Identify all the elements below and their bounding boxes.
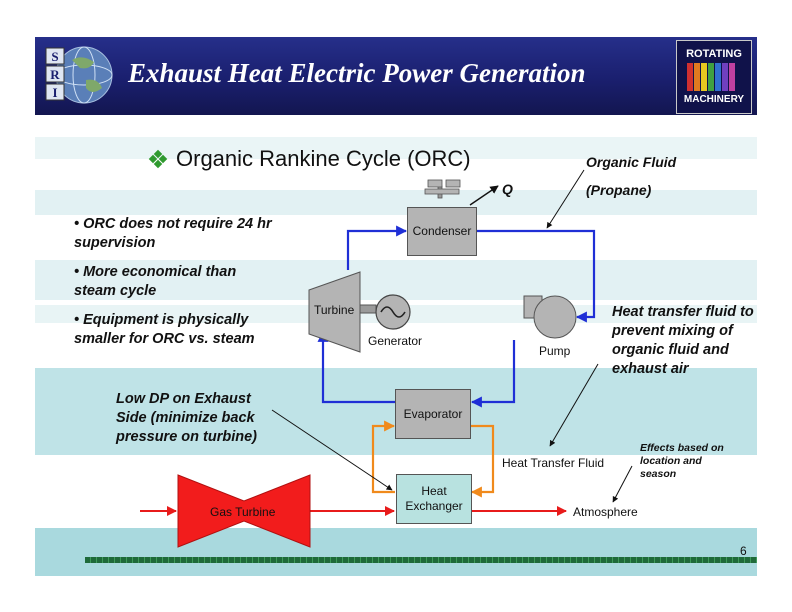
low-dp-note: Low DP on Exhaust Side (minimize back pr… (116, 391, 257, 445)
low-dp-leader (271, 409, 393, 491)
evaporator-box: Evaporator (395, 389, 471, 439)
svg-text:S: S (51, 49, 58, 64)
svg-text:I: I (52, 85, 57, 100)
pump-label: Pump (539, 344, 571, 358)
effects-note: Effects based on location and season (640, 442, 724, 480)
page-number: 6 (740, 544, 747, 558)
orc-line-turbine-to-condenser (346, 225, 408, 270)
gas-turbine-shape (177, 474, 311, 548)
effects-leader (612, 465, 633, 503)
generator-label: Generator (368, 334, 423, 348)
q-arrow (469, 185, 499, 206)
htf-line-evaporator-to-hx (470, 424, 495, 498)
organic-fluid-label: Organic Fluid (586, 154, 677, 170)
rotating-machinery-logo: ROTATING MACHINERY (676, 40, 752, 114)
turbine-shaft (359, 304, 377, 314)
header-title: Exhaust Heat Electric Power Generation (128, 58, 586, 88)
bullet-item: • ORC does not require 24 hr supervision (74, 216, 272, 251)
orc-line-condenser-to-pump (476, 229, 596, 323)
slide-title: Organic Rankine Cycle (ORC) (176, 146, 471, 171)
footer-bar (85, 557, 757, 563)
propane-label: (Propane) (586, 182, 652, 198)
heat-transfer-fluid-label: Heat Transfer Fluid (502, 456, 605, 470)
svg-text:R: R (50, 67, 60, 82)
bullet-item: • Equipment is physically smaller for OR… (74, 312, 255, 347)
sri-logo: S R I (45, 46, 113, 104)
heat-exchanger-box: Heat Exchanger (396, 474, 472, 524)
fan-icon (424, 179, 461, 199)
diamond-bullet-icon (148, 149, 168, 169)
heat-transfer-note: Heat transfer fluid to prevent mixing of… (612, 304, 754, 377)
turbine-shape (308, 271, 361, 353)
condenser-box: Condenser (407, 207, 477, 256)
orc-line-pump-to-evaporator (470, 340, 516, 408)
orc-line-evaporator-to-turbine (317, 330, 396, 404)
band (35, 137, 757, 159)
rm-logo-line2: MACHINERY (684, 94, 745, 105)
gas-turbine-label: Gas Turbine (210, 505, 276, 519)
bullet-item: • More economical than steam cycle (74, 264, 237, 299)
q-label: Q (502, 181, 513, 197)
band (35, 190, 757, 215)
organic-fluid-leader (546, 169, 585, 229)
heat-transfer-leader (549, 363, 599, 447)
turbine-label: Turbine (314, 303, 355, 317)
band (35, 260, 757, 300)
rm-logo-line1: ROTATING (686, 48, 742, 60)
atmosphere-label: Atmosphere (573, 505, 638, 519)
header-bar (35, 37, 757, 115)
pump-shape (533, 295, 577, 339)
band (35, 528, 757, 576)
htf-line-hx-to-evaporator (371, 420, 396, 494)
